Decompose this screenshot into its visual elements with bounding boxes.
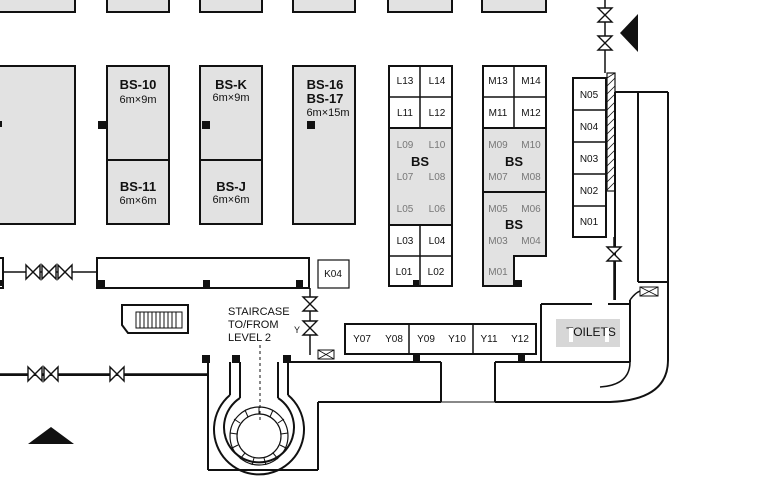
pipe-staircase: Y xyxy=(294,288,318,355)
toilets-label: TOILETS xyxy=(566,325,616,339)
pipe-marker-y: Y xyxy=(294,325,300,335)
booth-m06[interactable]: M06 xyxy=(521,204,541,215)
booth-l08[interactable]: L08 xyxy=(429,172,446,183)
valve-icon xyxy=(43,366,59,382)
valve-icon xyxy=(25,264,41,280)
valve-icon xyxy=(27,366,43,382)
booth-l05[interactable]: L05 xyxy=(397,204,414,215)
booth-bs-10-size: 6m×9m xyxy=(120,94,157,106)
staircase-line-1: STAIRCASE xyxy=(228,306,290,318)
booth-n02[interactable]: N02 xyxy=(580,186,599,197)
booth-l01[interactable]: L01 xyxy=(396,267,413,278)
spiral-staircase[interactable] xyxy=(213,345,305,476)
m-booth-column: M13 M14 M11 M12 M09 M10 BS M07 M08 M05 M… xyxy=(482,65,547,287)
staircase-label: STAIRCASE TO/FROM LEVEL 2 xyxy=(228,306,290,344)
large-booth-left[interactable] xyxy=(0,65,76,225)
booth-n05[interactable]: N05 xyxy=(580,90,599,101)
booth-bs-11-label: BS-11 xyxy=(120,179,156,194)
l-booth-column: L13 L14 L11 L12 L09 L10 BS L07 L08 L05 L… xyxy=(388,65,453,287)
booth-bs-16-size: 6m×15m xyxy=(306,107,349,119)
booth-m11[interactable]: M11 xyxy=(489,108,508,119)
staircase-icon xyxy=(121,304,189,334)
booth-bs-j-size: 6m×6m xyxy=(213,194,250,206)
booth-l07[interactable]: L07 xyxy=(397,172,414,183)
valve-icon xyxy=(41,264,57,280)
y-booth-row: Y07 Y08 Y09 Y10 Y11 Y12 xyxy=(344,323,537,361)
valve-icon xyxy=(597,35,613,51)
valve-icon xyxy=(606,246,622,262)
booth-k04[interactable]: K04 xyxy=(317,259,350,289)
booth-bs-k[interactable]: BS-K 6m×9m xyxy=(199,65,263,161)
pipe-row-lower xyxy=(0,366,208,382)
booth-m03[interactable]: M03 xyxy=(488,236,508,247)
booth-m01[interactable]: M01 xyxy=(488,267,508,278)
l-column-bs-label: BS xyxy=(411,154,429,169)
booth-m12[interactable]: M12 xyxy=(521,108,541,119)
booth-l13[interactable]: L13 xyxy=(397,76,414,87)
booth-y08[interactable]: Y08 xyxy=(385,334,403,345)
top-booth-row xyxy=(0,0,547,13)
booth-n03[interactable]: N03 xyxy=(580,154,599,165)
pipe-top-right xyxy=(597,0,613,73)
n-booth-column: N05 N04 N03 N02 N01 xyxy=(572,77,607,238)
booth-m08[interactable]: M08 xyxy=(521,172,541,183)
valve-icon xyxy=(57,264,73,280)
booth-m05[interactable]: M05 xyxy=(488,204,508,215)
valve-icon xyxy=(597,7,613,23)
booth-bs-16-label: BS-16 xyxy=(307,77,344,92)
booth-l12[interactable]: L12 xyxy=(429,108,446,119)
m-column-lower-bs-label: BS xyxy=(505,217,523,232)
booth-bs-j[interactable]: BS-J 6m×6m xyxy=(199,159,263,225)
booth-l03[interactable]: L03 xyxy=(397,236,414,247)
door-icon xyxy=(317,349,335,360)
booth-m13[interactable]: M13 xyxy=(488,76,508,87)
booth-l11[interactable]: L11 xyxy=(397,108,413,119)
booth-m09[interactable]: M09 xyxy=(488,140,508,151)
booth-bs-11[interactable]: BS-11 6m×6m xyxy=(106,159,170,225)
staircase-line-2: TO/FROM xyxy=(228,319,279,331)
booth-m10[interactable]: M10 xyxy=(521,140,541,151)
booth-bs-10[interactable]: BS-10 6m×9m xyxy=(106,65,170,161)
booth-y11[interactable]: Y11 xyxy=(480,334,497,345)
booth-k04-label: K04 xyxy=(324,269,342,280)
booth-m14[interactable]: M14 xyxy=(521,76,541,87)
toilets[interactable]: TOILETS xyxy=(540,303,631,362)
booth-l06[interactable]: L06 xyxy=(429,204,446,215)
north-arrow-icon xyxy=(28,427,74,444)
valve-icon xyxy=(109,366,125,382)
booth-n04[interactable]: N04 xyxy=(580,122,599,133)
booth-y09[interactable]: Y09 xyxy=(417,334,435,345)
corridor-walls xyxy=(0,355,630,471)
booth-l09[interactable]: L09 xyxy=(397,140,414,151)
long-booth-row[interactable] xyxy=(96,257,310,289)
booth-bs-16-17[interactable]: BS-16 BS-17 6m×15m xyxy=(292,65,356,225)
toilet-icon xyxy=(569,328,609,342)
booth-bs-10-label: BS-10 xyxy=(120,77,157,92)
right-wall-structure xyxy=(495,72,669,403)
booth-y10[interactable]: Y10 xyxy=(448,334,466,345)
m-column-upper-bs-label: BS xyxy=(505,154,523,169)
booth-l02[interactable]: L02 xyxy=(428,267,445,278)
booth-m07[interactable]: M07 xyxy=(488,172,508,183)
booth-l14[interactable]: L14 xyxy=(429,76,446,87)
booth-l10[interactable]: L10 xyxy=(429,140,446,151)
booth-bs-j-label: BS-J xyxy=(216,179,246,194)
valve-icon xyxy=(302,320,318,336)
booth-l04[interactable]: L04 xyxy=(429,236,446,247)
booth-bs-17-label: BS-17 xyxy=(307,91,344,106)
booth-bs-11-size: 6m×6m xyxy=(120,195,157,207)
door-icon xyxy=(639,286,659,297)
pipe-row-upper xyxy=(0,257,97,289)
booth-n01[interactable]: N01 xyxy=(580,217,599,228)
booth-bs-k-label: BS-K xyxy=(215,77,247,92)
booth-m04[interactable]: M04 xyxy=(521,236,541,247)
booth-bs-k-size: 6m×9m xyxy=(213,92,250,104)
booth-y07[interactable]: Y07 xyxy=(353,334,371,345)
pipe-n-column xyxy=(606,237,622,300)
valve-icon xyxy=(302,296,318,312)
staircase-line-3: LEVEL 2 xyxy=(228,332,271,344)
booth-y12[interactable]: Y12 xyxy=(511,334,529,345)
direction-arrow-icon xyxy=(620,14,638,52)
